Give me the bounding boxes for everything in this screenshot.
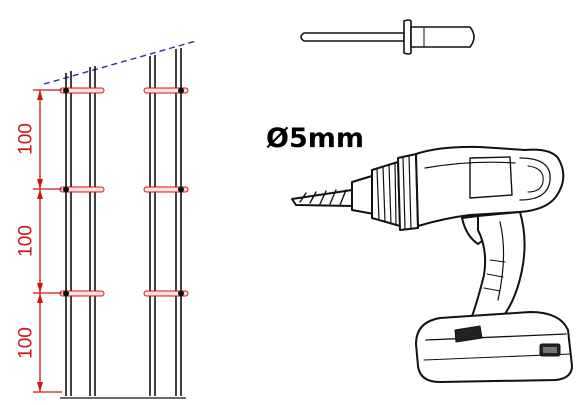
drill-chuck [351, 153, 419, 231]
post-elevation: 100 100 100 [16, 40, 197, 399]
drill-housing [415, 145, 565, 227]
dimension-line [33, 89, 62, 393]
dimension-label-2: 100 [16, 225, 37, 257]
rivet-markers [59, 87, 189, 297]
rivet-marker [143, 290, 189, 297]
right-channel [149, 48, 182, 396]
rivet-marker [59, 87, 105, 94]
rivet-marker [143, 186, 189, 193]
dimension-label-3: 100 [16, 327, 37, 359]
left-channel [65, 66, 96, 396]
top-guide-line [43, 40, 197, 85]
drill-handle [469, 211, 526, 323]
cordless-drill-icon [291, 145, 573, 383]
rivet-icon [300, 19, 475, 55]
drill-bit-diameter-label: Ø5mm [266, 123, 364, 154]
rivet-marker [59, 186, 105, 193]
rivet-marker [143, 87, 189, 94]
drill-bit [291, 189, 355, 207]
rivet-marker [59, 290, 105, 297]
dimension-label-1: 100 [16, 123, 37, 155]
